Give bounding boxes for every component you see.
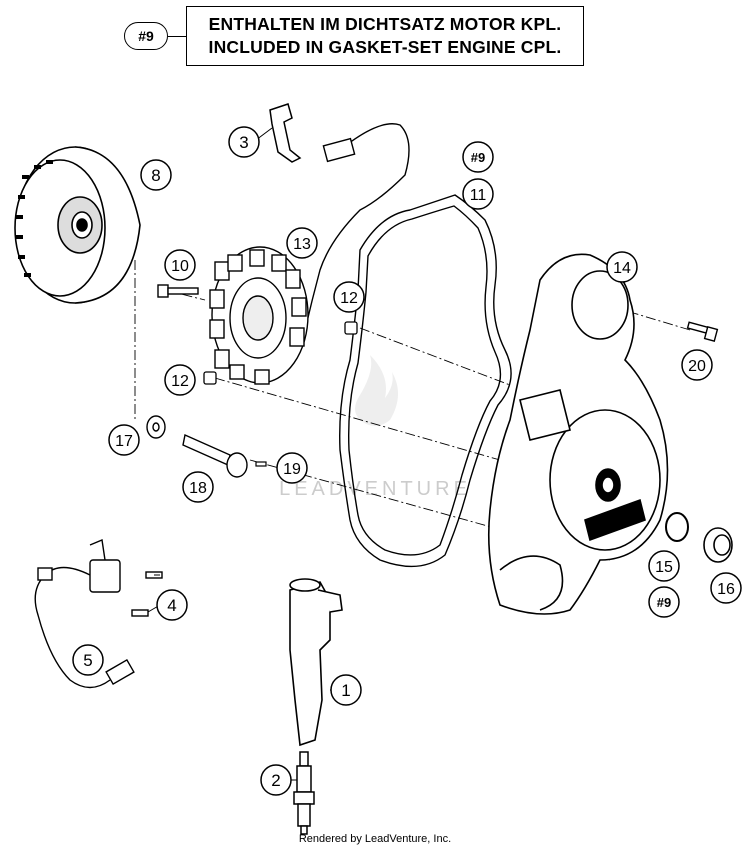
svg-text:1: 1: [341, 681, 350, 700]
callout-3: 3: [228, 126, 260, 158]
callout-14: 14: [606, 251, 638, 283]
svg-text:16: 16: [717, 581, 735, 598]
callout-20: 20: [681, 349, 713, 381]
watermark-logo: [355, 355, 399, 426]
svg-text:#9: #9: [657, 595, 671, 610]
svg-text:19: 19: [283, 461, 301, 478]
stator-assembly: [209, 123, 410, 385]
svg-text:10: 10: [171, 258, 189, 275]
svg-text:5: 5: [83, 651, 92, 670]
callout-9b: #9: [648, 586, 680, 618]
callout-2: 2: [260, 764, 292, 796]
callout-15: 15: [648, 550, 680, 582]
svg-text:13: 13: [293, 236, 311, 253]
svg-text:3: 3: [239, 133, 248, 152]
callout-12b: 12: [164, 364, 196, 396]
dowel-pins: [203, 321, 358, 385]
callout-9a: #9: [462, 141, 494, 173]
callout-12a: 12: [333, 281, 365, 313]
svg-text:18: 18: [189, 480, 207, 497]
legend-leader-line: [168, 36, 186, 37]
callout-16: 16: [710, 572, 742, 604]
callout-11: 11: [462, 178, 494, 210]
callout-1: 1: [330, 674, 362, 706]
callout-8: 8: [140, 159, 172, 191]
svg-text:11: 11: [470, 187, 487, 204]
washer: [146, 415, 166, 439]
legend-reference-9: #9: [124, 22, 168, 50]
svg-text:8: 8: [151, 166, 160, 185]
callout-10: 10: [164, 249, 196, 281]
spark-plug: [293, 751, 315, 835]
legend-text-english: INCLUDED IN GASKET-SET ENGINE CPL.: [208, 37, 562, 57]
svg-text:20: 20: [688, 358, 706, 375]
o-ring: [665, 512, 689, 542]
svg-text:4: 4: [167, 596, 176, 615]
cover-plug: [703, 527, 733, 563]
callout-18: 18: [182, 471, 214, 503]
callout-5: 5: [72, 644, 104, 676]
flywheel-rotor: [14, 146, 141, 304]
cover-bolt: [686, 321, 719, 342]
svg-text:12: 12: [340, 290, 358, 307]
render-credit: Rendered by LeadVenture, Inc.: [298, 833, 452, 845]
watermark-text: LEADVENTURE: [279, 478, 471, 500]
svg-text:14: 14: [613, 260, 631, 277]
svg-text:15: 15: [655, 559, 673, 576]
svg-text:#9: #9: [471, 150, 485, 165]
callout-13: 13: [286, 227, 318, 259]
ignition-coil: [289, 578, 343, 747]
ignition-cover: [487, 253, 669, 615]
small-screw: [255, 461, 267, 467]
cover-gasket: [339, 194, 512, 568]
callout-17: 17: [108, 424, 140, 456]
svg-text:12: 12: [171, 373, 189, 390]
idler-shaft: [182, 434, 248, 478]
cable-bracket: [269, 103, 302, 163]
callout-4: 4: [156, 589, 188, 621]
legend-text-german: ENTHALTEN IM DICHTSATZ MOTOR KPL.: [208, 14, 562, 34]
svg-text:2: 2: [271, 771, 280, 790]
gasket-set-legend: ENTHALTEN IM DICHTSATZ MOTOR KPL. INCLUD…: [186, 6, 584, 66]
svg-text:17: 17: [115, 433, 133, 450]
stator-bolt: [157, 284, 199, 298]
callout-19: 19: [276, 452, 308, 484]
